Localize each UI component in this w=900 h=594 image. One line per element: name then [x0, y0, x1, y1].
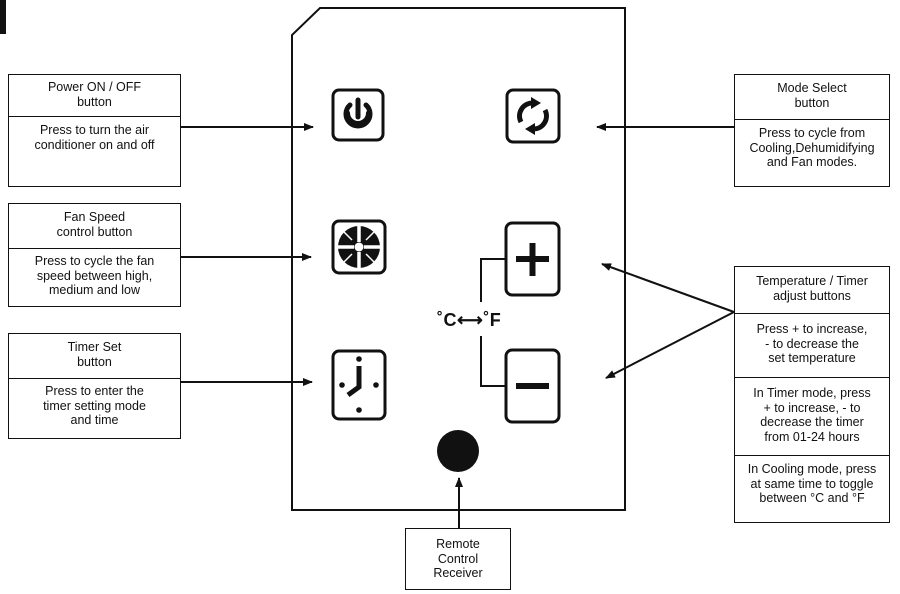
- ir-receiver-dot: [437, 430, 479, 472]
- fan-callout-title: Fan Speed control button: [56, 210, 133, 239]
- power-callout-title: Power ON / OFF button: [47, 80, 142, 109]
- mode-button[interactable]: [505, 88, 561, 144]
- temp-callout-desc-adjust: Press + to increase, - to decrease the s…: [735, 313, 889, 377]
- receiver-callout-title: Remote Control Receiver: [433, 537, 483, 580]
- plus-button[interactable]: [504, 221, 561, 297]
- timer-callout-title: Timer Set button: [67, 340, 122, 369]
- power-callout: Power ON / OFF button Press to turn the …: [8, 74, 181, 187]
- corner-mark: [0, 0, 6, 34]
- clock-icon: [339, 356, 379, 413]
- power-icon: [343, 97, 373, 129]
- plus-icon: [516, 243, 549, 276]
- receiver-callout: Remote Control Receiver: [405, 528, 511, 590]
- unit-celsius: ˚C: [437, 310, 457, 330]
- unit-arrow: ⟷: [457, 310, 484, 330]
- timer-button[interactable]: [331, 349, 387, 421]
- mode-callout-title: Mode Select button: [777, 81, 847, 110]
- temp-callout-desc-toggle: In Cooling mode, press at same time to t…: [735, 455, 889, 510]
- cycle-arrows-icon: [517, 97, 549, 135]
- timer-callout: Timer Set button Press to enter the time…: [8, 333, 181, 439]
- power-button[interactable]: [331, 88, 385, 142]
- fan-button[interactable]: [331, 219, 387, 275]
- timer-callout-desc: Press to enter the timer setting mode an…: [9, 378, 180, 432]
- temp-callout: Temperature / Timer adjust buttons Press…: [734, 266, 890, 523]
- minus-button[interactable]: [504, 348, 561, 424]
- mode-callout-desc: Press to cycle from Cooling,Dehumidifyin…: [735, 119, 889, 174]
- unit-fahrenheit: ˚F: [483, 310, 502, 330]
- temp-callout-desc-timer: In Timer mode, press + to increase, - to…: [735, 377, 889, 455]
- temp-minus-arrow: [605, 311, 735, 379]
- temp-callout-title: Temperature / Timer adjust buttons: [756, 274, 868, 303]
- power-callout-desc: Press to turn the air conditioner on and…: [9, 116, 180, 156]
- fan-icon: [338, 226, 380, 268]
- fan-callout-desc: Press to cycle the fan speed between hig…: [9, 248, 180, 302]
- toggle-bracket: [480, 258, 506, 387]
- mode-callout: Mode Select button Press to cycle from C…: [734, 74, 890, 187]
- fan-callout: Fan Speed control button Press to cycle …: [8, 203, 181, 307]
- temp-plus-arrow: [601, 263, 735, 313]
- unit-toggle-label: ˚C⟷˚F: [437, 310, 501, 331]
